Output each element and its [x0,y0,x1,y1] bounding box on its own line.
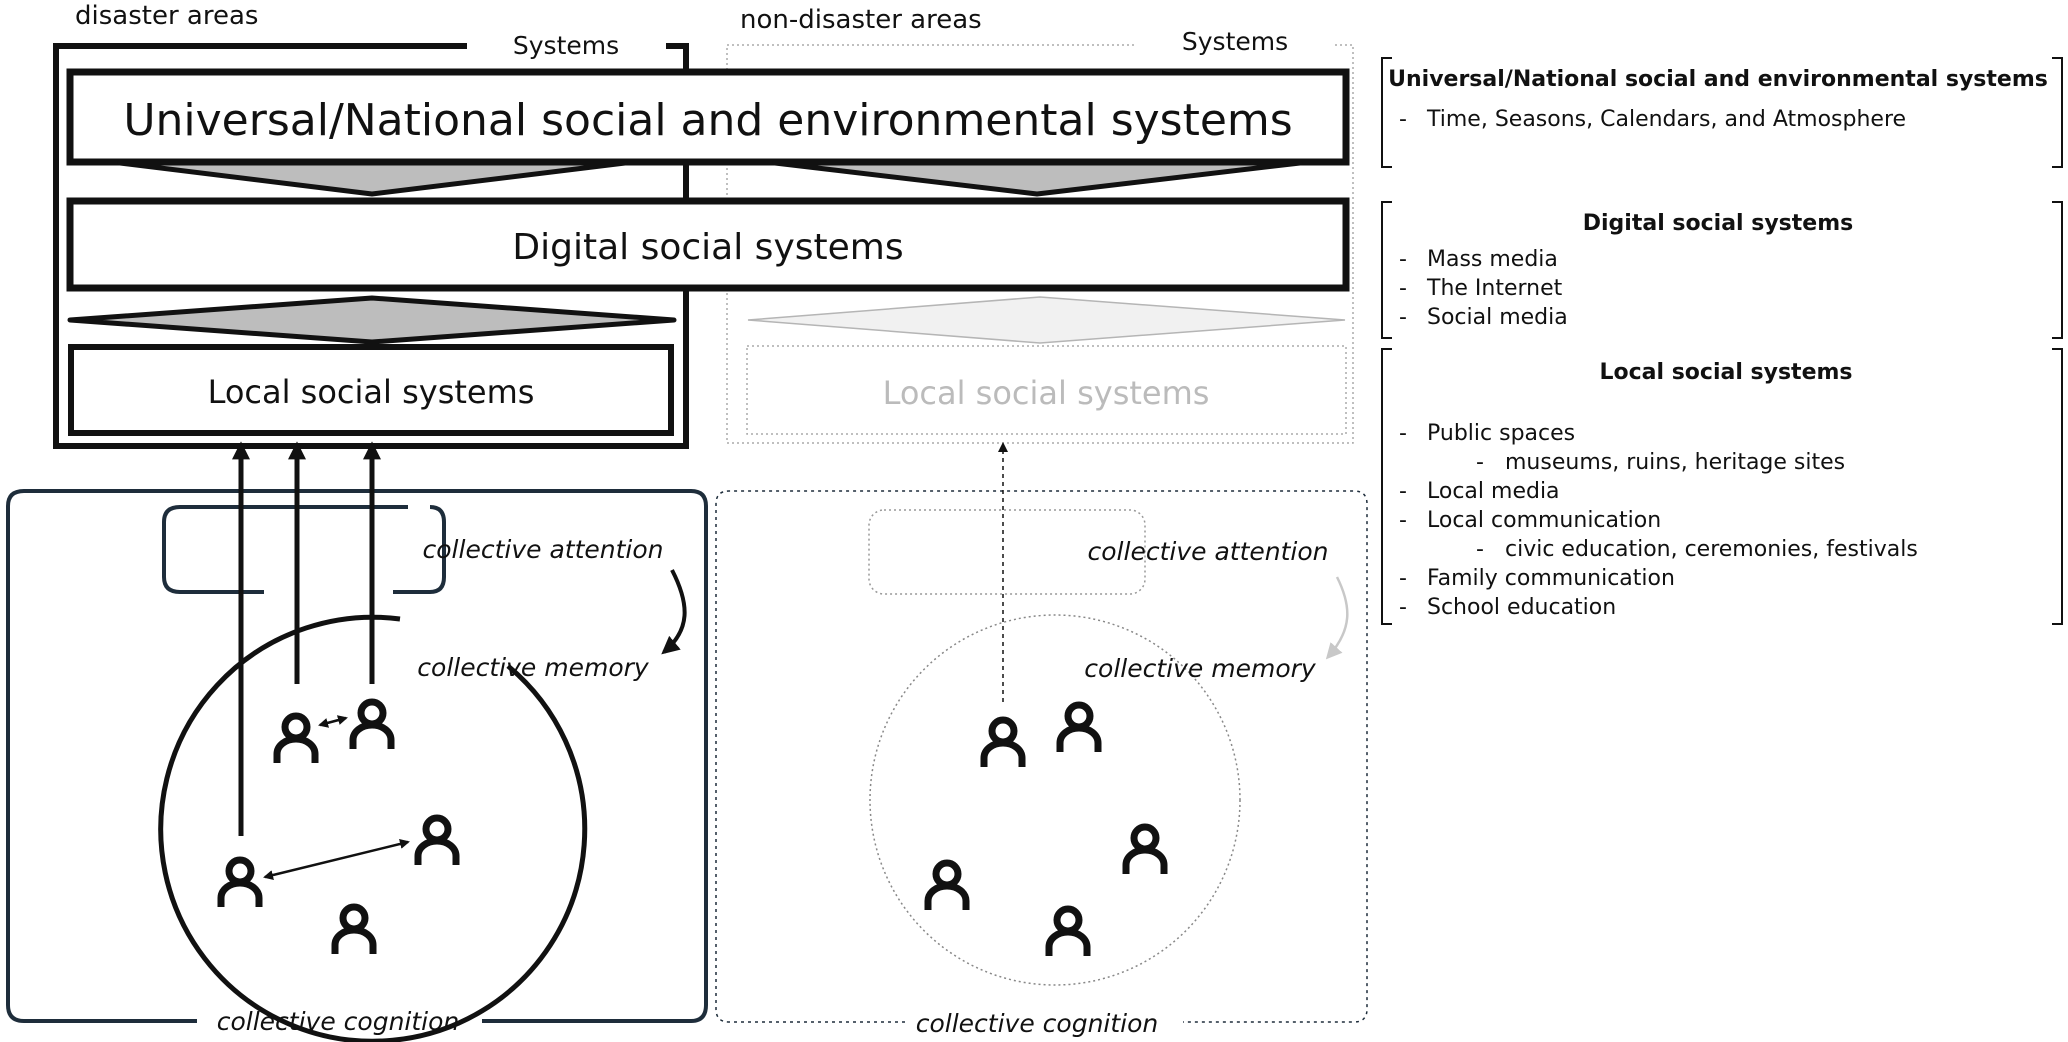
universal-box-label: Universal/National social and environmen… [123,95,1292,146]
universal-box [66,68,1350,166]
person-icon [1060,705,1098,752]
legend-list-item: The Internet [1426,276,1563,301]
legend-bullet-dash: - [1476,450,1484,475]
legend-bullet-dash: - [1399,595,1407,620]
non-disaster-attention-box [868,509,1146,595]
local-box-disaster-label: Local social systems [208,373,535,411]
non-disaster-areas-label: non-disaster areas [740,5,982,35]
person-icon [221,860,259,907]
universal-to-digital-connector-left [117,160,628,197]
non-disaster-cognition-frame [715,490,1368,1023]
legend-bracket-universal-right [2052,57,2063,168]
disaster-attention-box [162,505,446,594]
disaster-cognition-frame [6,489,708,1023]
non-disaster-collective-memory-label: collective memory [1084,654,1317,683]
legend-list-item: School education [1427,595,1616,620]
disaster-collective-cognition-label: collective cognition [217,1007,460,1036]
legend-list-item: civic education, ceremonies, festivals [1505,537,1918,562]
person-icon [353,702,391,749]
legend-bullet-dash: - [1399,305,1407,330]
digital-to-local-connector-disaster [67,295,677,345]
legend-bracket-local-left [1381,348,1392,625]
legend-bullet-dash: - [1399,276,1407,301]
legend-bullet-dash: - [1399,479,1407,504]
legend-bullet-dash: - [1399,566,1407,591]
legend-bracket-digital-right [2052,201,2063,339]
digital-box [66,197,1350,292]
legend-list-item: Mass media [1427,247,1558,272]
local-box-disaster [68,344,674,436]
person-icon [277,716,315,763]
local-box-non-disaster-label: Local social systems [883,374,1210,412]
legend-digital-items: -Mass media-The Internet-Social media [1399,247,1568,330]
legend-local-title: Local social systems [1599,360,1852,385]
legend-universal-items: -Time, Seasons, Calendars, and Atmospher… [1399,107,1906,132]
legend-digital-title: Digital social systems [1583,211,1853,236]
legend-local-items: -Public spaces-museums, ruins, heritage … [1399,421,1918,620]
interaction-arrow-long [263,839,410,880]
digital-to-local-connector-non-disaster [747,296,1346,344]
universal-to-digital-connector-right [772,160,1303,197]
person-icon [1049,909,1087,956]
legend-list-item: Time, Seasons, Calendars, and Atmosphere [1426,107,1906,132]
disaster-areas-label: disaster areas [75,1,258,31]
non-disaster-collective-cognition-label: collective cognition [916,1009,1159,1038]
legend-bullet-dash: - [1399,107,1407,132]
local-box-non-disaster [746,345,1347,435]
legend-list-item: museums, ruins, heritage sites [1505,450,1845,475]
legend-bracket-digital-left [1381,201,1392,339]
person-icon [335,907,373,954]
legend-bullet-dash: - [1476,537,1484,562]
disaster-systems-label: Systems [513,31,619,60]
disaster-attention-to-memory-arrow [661,569,687,655]
disaster-collective-memory-label: collective memory [417,653,650,682]
person-icon [418,818,456,865]
legend-list-item: Family communication [1427,566,1675,591]
person-icon [984,720,1022,767]
person-icon [928,863,966,910]
digital-box-label: Digital social systems [512,227,903,268]
disaster-memory-circle [158,614,588,1042]
non-disaster-memory-circle [869,614,1241,986]
non-disaster-collective-attention-label: collective attention [1088,537,1329,566]
legend-bracket-universal-left [1381,57,1392,168]
legend-list-item: Local media [1427,479,1560,504]
disaster-collective-attention-label: collective attention [423,535,664,564]
non-disaster-systems-label: Systems [1182,27,1288,56]
legend-list-item: Local communication [1427,508,1661,533]
legend-bullet-dash: - [1399,247,1407,272]
interaction-arrow-short [318,715,348,728]
legend-bullet-dash: - [1399,508,1407,533]
legend-bracket-local-right [2052,348,2063,625]
legend-bullet-dash: - [1399,421,1407,446]
person-icon [1126,827,1164,874]
non-disaster-attention-to-memory-arrow [1325,576,1349,660]
legend-list-item: Social media [1427,305,1568,330]
legend-list-item: Public spaces [1427,421,1575,446]
non-disaster-systems-frame [726,44,1354,444]
legend-universal-title: Universal/National social and environmen… [1388,67,2048,92]
